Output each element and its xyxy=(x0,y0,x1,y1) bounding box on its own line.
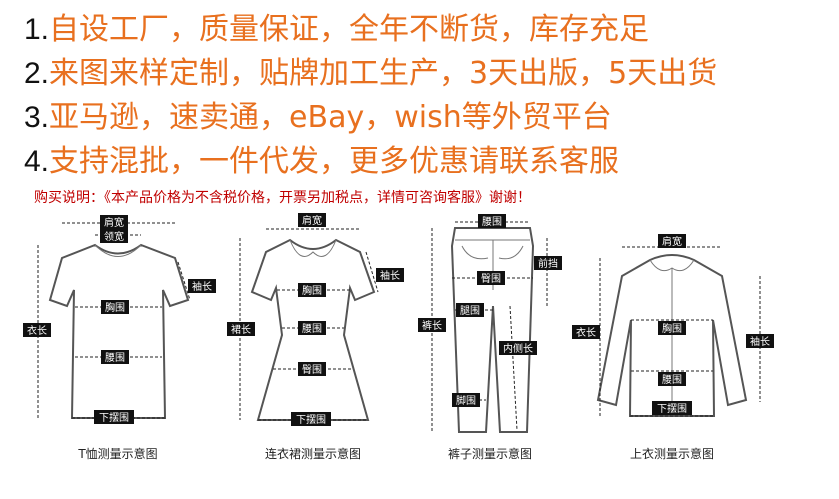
tshirt-label-hem: 下摆围 xyxy=(94,410,134,424)
svg-text:领宽: 领宽 xyxy=(104,230,124,243)
tshirt-caption: T恤测量示意图 xyxy=(77,446,157,461)
svg-text:下摆围: 下摆围 xyxy=(657,402,687,415)
svg-text:下摆围: 下摆围 xyxy=(296,413,326,426)
svg-text:胸围: 胸围 xyxy=(662,322,682,335)
svg-text:袖长: 袖长 xyxy=(750,335,770,348)
svg-text:肩宽: 肩宽 xyxy=(104,216,124,229)
svg-text:裤长: 裤长 xyxy=(422,319,442,332)
tshirt-label-waist: 腰围 xyxy=(101,350,129,364)
svg-text:腰围: 腰围 xyxy=(482,216,502,228)
pants-label-length: 裤长 xyxy=(418,318,446,332)
svg-text:腰围: 腰围 xyxy=(662,374,682,386)
svg-text:腰围: 腰围 xyxy=(302,323,322,335)
dress-label-waist: 腰围 xyxy=(298,321,326,335)
tshirt-label-sleeve: 袖长 xyxy=(188,279,216,293)
promo-line-1: 1.自设工厂，质量保证，全年不断货，库存充足 xyxy=(24,12,650,47)
svg-text:袖长: 袖长 xyxy=(380,269,400,282)
svg-text:肩宽: 肩宽 xyxy=(302,214,322,227)
dress-label-chest: 胸围 xyxy=(298,283,326,297)
svg-text:袖长: 袖长 xyxy=(192,280,212,293)
pants-caption: 裤子测量示意图 xyxy=(448,446,532,461)
tshirt-label-shoulder: 肩宽 xyxy=(100,215,128,229)
shirt-label-sleeve: 袖长 xyxy=(746,334,774,348)
shirt-label-shoulder: 肩宽 xyxy=(658,234,686,248)
promo-line-3: 3.亚马逊，速卖通，eBay，wish等外贸平台 xyxy=(24,100,612,135)
pants-label-front-rise: 前挡 xyxy=(534,256,562,270)
svg-text:腿围: 腿围 xyxy=(460,305,480,317)
svg-text:衣长: 衣长 xyxy=(576,326,596,339)
pants-label-leg-opening: 脚围 xyxy=(452,393,480,407)
svg-text:衣长: 衣长 xyxy=(27,324,47,337)
dress-diagram: 肩宽 袖长 胸围 裙长 腰围 臀围 下摆围 连衣裙测量示意图 xyxy=(227,213,404,461)
svg-text:肩宽: 肩宽 xyxy=(662,235,682,248)
dress-label-sleeve: 袖长 xyxy=(376,268,404,282)
svg-text:胸围: 胸围 xyxy=(302,284,322,297)
dress-label-hip: 臀围 xyxy=(298,362,326,376)
pants-label-waist: 腰围 xyxy=(478,214,506,228)
svg-text:前挡: 前挡 xyxy=(538,257,558,270)
svg-text:裙长: 裙长 xyxy=(231,323,251,336)
svg-text:臀围: 臀围 xyxy=(302,364,322,376)
svg-text:臀围: 臀围 xyxy=(481,273,501,285)
purchase-note: 购买说明：《本产品价格为不含税价格，开票另加税点，详情可咨询客服》谢谢！ xyxy=(34,190,531,206)
pants-diagram: 腰围 前挡 臀围 腿围 裤长 内侧长 脚围 裤子测量示意图 xyxy=(418,214,562,461)
tshirt-label-length: 衣长 xyxy=(23,323,51,337)
svg-text:胸围: 胸围 xyxy=(105,301,125,314)
shirt-caption: 上衣测量示意图 xyxy=(630,446,714,461)
dress-label-shoulder: 肩宽 xyxy=(298,213,326,227)
tshirt-diagram: 肩宽 领宽 袖长 胸围 衣长 腰围 下摆围 T恤测量示意图 xyxy=(23,215,216,461)
dress-label-length: 裙长 xyxy=(227,322,255,336)
tshirt-label-chest: 胸围 xyxy=(101,300,129,314)
dress-caption: 连衣裙测量示意图 xyxy=(265,446,361,461)
svg-text:内侧长: 内侧长 xyxy=(503,342,533,355)
promo-line-4: 4.支持混批，一件代发，更多优惠请联系客服 xyxy=(24,144,620,179)
dress-label-hem: 下摆围 xyxy=(291,412,331,426)
promo-line-2: 2.来图来样定制，贴牌加工生产，3天出版，5天出货 xyxy=(24,56,718,91)
shirt-label-length: 衣长 xyxy=(572,325,600,339)
shirt-label-hem: 下摆围 xyxy=(652,401,692,415)
shirt-label-waist: 腰围 xyxy=(658,372,686,386)
tshirt-label-collar: 领宽 xyxy=(100,229,128,243)
pants-label-hip: 臀围 xyxy=(477,271,505,285)
shirt-diagram: 肩宽 衣长 胸围 袖长 腰围 下摆围 上衣测量示意图 xyxy=(572,234,774,461)
svg-text:腰围: 腰围 xyxy=(105,352,125,364)
pants-label-inseam: 内侧长 xyxy=(499,341,537,355)
svg-text:脚围: 脚围 xyxy=(456,394,476,407)
svg-text:下摆围: 下摆围 xyxy=(99,411,129,424)
pants-label-thigh: 腿围 xyxy=(456,303,484,317)
shirt-label-chest: 胸围 xyxy=(658,321,686,335)
